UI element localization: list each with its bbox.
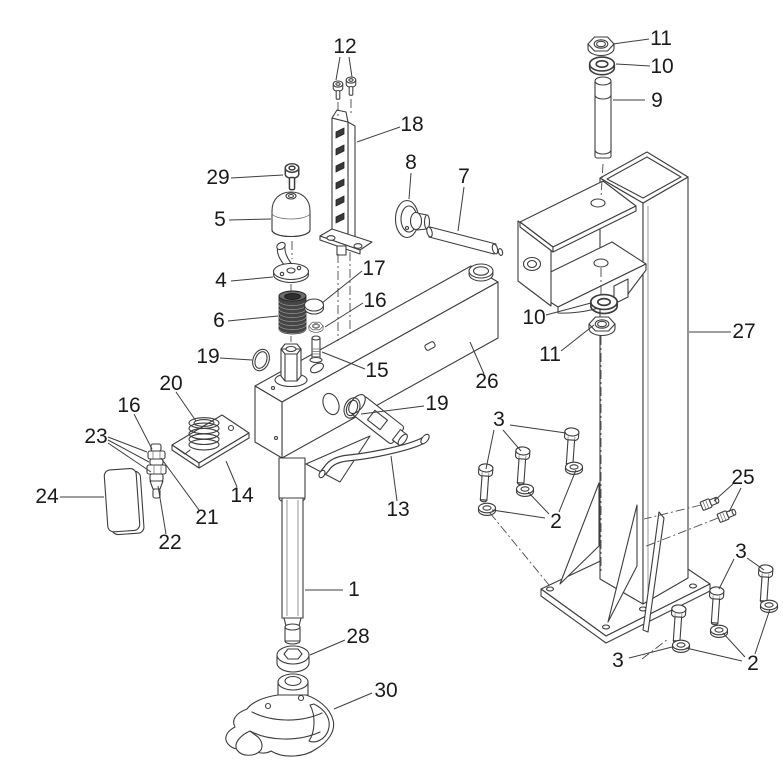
centerlines	[290, 99, 719, 660]
part-8-knob	[394, 199, 431, 239]
part-label-21: 21	[195, 506, 218, 529]
part-label-30: 30	[374, 679, 397, 702]
beam-hex-boss	[280, 343, 302, 382]
part-6-spring	[278, 290, 307, 335]
part-label-14: 14	[230, 484, 254, 507]
part-12-screw-a	[332, 80, 344, 100]
part-label-12: 12	[333, 35, 356, 58]
part-label-17: 17	[362, 257, 385, 280]
part-label-23: 23	[84, 425, 107, 448]
part-24-plate	[103, 468, 145, 536]
part-label-18: 18	[400, 113, 423, 136]
part-label-11-top: 11	[650, 27, 672, 50]
part-label-27: 27	[732, 320, 755, 343]
part-label-26: 26	[475, 370, 498, 393]
part-label-3-bottom: 3	[612, 649, 624, 672]
part-15-pin	[309, 335, 323, 364]
part-18-rack	[319, 109, 373, 256]
part-label-5: 5	[214, 208, 226, 231]
part-label-16-beam: 16	[363, 289, 386, 312]
part-9-pin	[594, 76, 612, 159]
part-label-1: 1	[348, 578, 360, 601]
part-label-24: 24	[35, 485, 59, 508]
column-pivot-bracket	[517, 180, 647, 314]
part-17-plug	[303, 298, 325, 315]
part-5-cap	[271, 191, 311, 238]
part-12-screw-b	[345, 76, 357, 96]
part-28-bearing	[276, 645, 310, 673]
part-1-shaft	[278, 457, 306, 645]
part-25-fitting-b	[716, 506, 738, 524]
part-label-28: 28	[346, 625, 369, 648]
part-20-spring	[188, 417, 220, 451]
part-label-10-top: 10	[650, 55, 673, 78]
part-label-25: 25	[731, 466, 754, 489]
rack-rungs	[335, 127, 345, 224]
part-19-oring-left	[252, 348, 270, 372]
part-29-screw	[284, 162, 300, 191]
leader-lines	[60, 38, 771, 710]
part-label-19-left: 19	[196, 345, 219, 368]
part-labels: 12 11 10 9 18 29 8 7 5 4 17 16 6 10 11 2…	[35, 27, 759, 702]
part-10-washer-top	[588, 56, 616, 76]
part-label-13: 13	[386, 498, 409, 521]
part-label-11-lower: 11	[539, 343, 561, 366]
part-label-7: 7	[458, 165, 470, 188]
part-label-20: 20	[159, 372, 182, 395]
part-label-19-right: 19	[425, 392, 448, 415]
part-label-2-bottom: 2	[747, 652, 759, 675]
part-label-3-upper: 3	[493, 408, 505, 431]
part-4-crank	[272, 241, 310, 284]
part-label-4: 4	[215, 269, 227, 292]
part-label-6: 6	[213, 309, 225, 332]
part-label-9: 9	[651, 89, 663, 112]
part-label-10-lower: 10	[522, 306, 545, 329]
part-21-22-23-valve-stack	[146, 443, 167, 499]
part-label-29: 29	[206, 166, 229, 189]
part-label-2-upper: 2	[550, 510, 562, 533]
part-14-plate	[171, 414, 250, 469]
part-30-base-casting	[225, 673, 335, 757]
part-label-3-right: 3	[735, 540, 747, 563]
part-16-nut-beam	[308, 321, 324, 333]
part-27-column	[559, 151, 689, 633]
part-label-22: 22	[158, 531, 181, 554]
part-13-handle	[318, 394, 430, 479]
part-7-pin	[426, 226, 504, 256]
part-label-8: 8	[405, 151, 417, 174]
part-11-nut-top	[587, 36, 615, 57]
part-19-oring-right	[343, 397, 361, 419]
part-26-beam	[254, 263, 499, 459]
part-label-15: 15	[365, 359, 388, 382]
part-label-16-left: 16	[117, 394, 140, 417]
